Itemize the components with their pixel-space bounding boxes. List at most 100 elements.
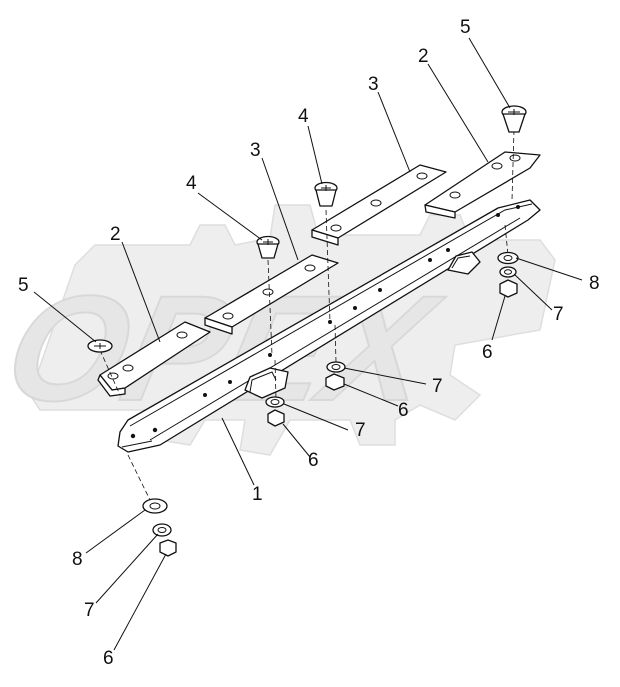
rail-hole (228, 380, 232, 384)
lock-washer-7-center (265, 396, 285, 408)
leader-5-left (33, 291, 97, 343)
end-plate-left-hole (176, 331, 188, 339)
lock-washer-7-bottom-hole (157, 527, 167, 533)
leader-6-bottom (113, 553, 167, 651)
axis-line (325, 209, 331, 323)
leader-3-right (377, 91, 411, 173)
lock-washer-7-right-hole (504, 269, 512, 275)
callout-2-left: 2 (110, 224, 121, 245)
strip-left-side (204, 317, 233, 335)
rail-body (117, 199, 541, 453)
lock-washer-7-middle (326, 361, 346, 373)
callout-4-left: 4 (186, 173, 197, 194)
rail-hole (516, 205, 520, 209)
part-5-right-screw (501, 105, 527, 133)
callout-6-middle: 6 (398, 400, 409, 421)
assembly-axes (99, 129, 515, 501)
rail-notch-left-inner (249, 371, 277, 393)
bolt-right-body (315, 189, 337, 207)
bolt-left-cross (263, 239, 273, 245)
strip-left-hole (262, 288, 274, 296)
rail-hole (268, 353, 272, 357)
leader-6-middle (343, 383, 399, 407)
rail-notch-right-inner (451, 255, 471, 269)
leader-6-right (491, 295, 506, 341)
leader-8-bottom (85, 509, 146, 554)
end-plate-right-hole (509, 154, 521, 162)
end-plate-right-hole (491, 162, 503, 170)
leader-7-middle (343, 367, 427, 385)
axis-line (334, 324, 337, 363)
part-3-right-strip (311, 164, 447, 246)
washer-8-right (497, 251, 519, 265)
callout-5-right: 5 (460, 17, 471, 38)
leader-7-bottom (95, 533, 159, 604)
nut-6-center (267, 409, 285, 427)
leader-2-left (121, 241, 161, 343)
nut-6-bottom (159, 539, 177, 557)
leader-4-left (197, 192, 263, 241)
bolt-left-body (257, 243, 279, 259)
callout-5-left: 5 (18, 275, 29, 296)
callout-labels: 5 2 3 4 3 4 2 5 8 7 6 7 6 7 6 1 8 7 6 (18, 17, 600, 669)
part-2-right-end-plate (424, 151, 541, 219)
strip-left-hole (222, 312, 234, 320)
screw-right-body (502, 113, 526, 133)
leader-1 (221, 417, 255, 486)
leader-7-right (513, 273, 553, 311)
rail-hole (428, 258, 432, 262)
leader-6-center (282, 423, 311, 458)
rail-notch-right (447, 251, 481, 275)
part-3-left-strip (204, 254, 339, 335)
end-plate-left-hole (107, 372, 119, 380)
washer-8-bottom (142, 498, 168, 514)
fastener-stacks (142, 251, 519, 557)
leader-5-right (468, 37, 511, 109)
rail-hole (203, 393, 207, 397)
callout-2-right: 2 (418, 46, 429, 67)
rail-hole (446, 248, 450, 252)
end-plate-right-hole (449, 191, 461, 199)
axis-line (99, 349, 121, 396)
callout-6-bottom: 6 (103, 648, 114, 669)
screw-left-cross (94, 343, 106, 349)
part-1-rail (117, 199, 541, 453)
rail-notch-left (244, 367, 289, 399)
callout-3-left: 3 (250, 140, 261, 161)
lock-washer-7-bottom (152, 523, 172, 537)
leader-3-left (261, 157, 299, 261)
end-plate-right-side (424, 204, 456, 219)
end-plate-left-hole (122, 364, 134, 372)
strip-right-side (311, 229, 339, 246)
part-4-left-bolt (256, 235, 280, 259)
callout-7-middle: 7 (432, 376, 443, 397)
callout-3-right: 3 (368, 74, 379, 95)
rail-top-edge (129, 203, 533, 427)
washer-8-bottom-hole (149, 502, 161, 510)
callout-4-right: 4 (298, 106, 309, 127)
leader-lines (33, 37, 583, 651)
rail-hole (496, 213, 500, 217)
rail-hole (130, 433, 136, 439)
axis-line (511, 129, 515, 201)
callout-1: 1 (252, 484, 263, 505)
callout-6-center: 6 (308, 450, 319, 471)
callout-7-bottom: 7 (84, 600, 95, 621)
rail-hole (353, 306, 357, 310)
nut-6-middle (325, 373, 345, 391)
rail-bottom-edge (121, 440, 153, 448)
rail-hole (152, 427, 158, 433)
strip-left-hole (304, 264, 316, 272)
axis-line (504, 224, 509, 256)
leader-8-right (515, 257, 583, 281)
part-4-right-bolt (314, 181, 338, 207)
part-5-left-screw (87, 339, 113, 353)
bolt-right-cross (321, 185, 331, 191)
callout-6-right: 6 (482, 342, 493, 363)
lock-washer-7-middle-hole (331, 364, 341, 370)
callout-8-right: 8 (589, 273, 600, 294)
callout-8-bottom: 8 (72, 549, 83, 570)
axis-line (274, 359, 277, 401)
washer-8-right-hole (503, 255, 513, 261)
